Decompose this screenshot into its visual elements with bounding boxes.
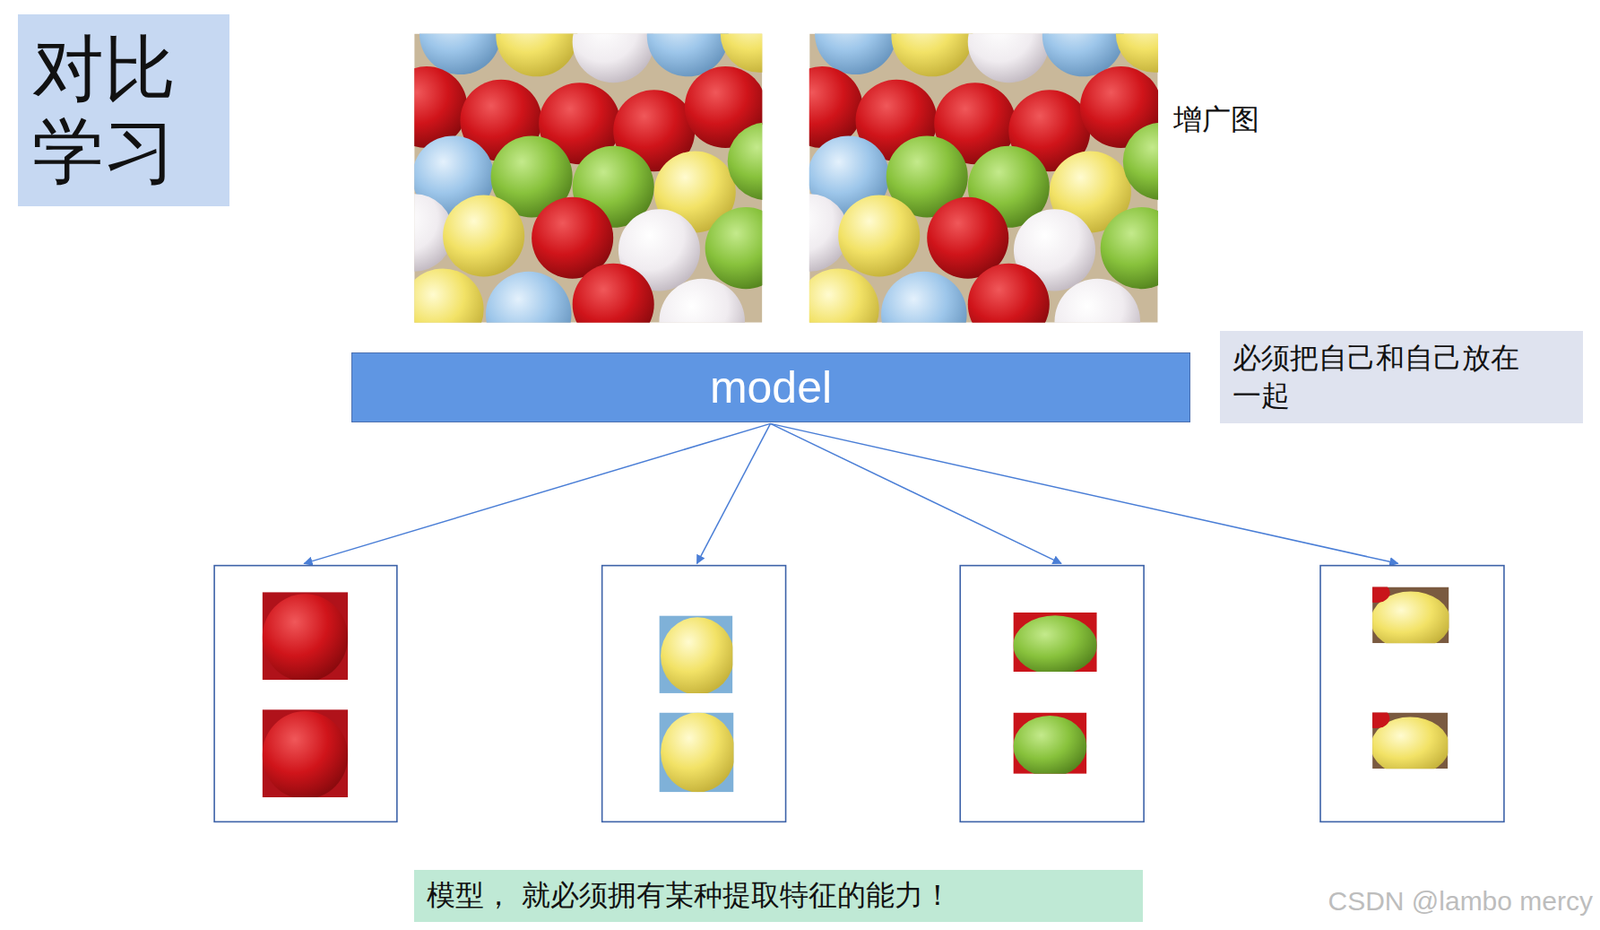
photo [375,0,1201,364]
photo-original [375,0,805,364]
watermark: CSDN @lambo mercy [1327,885,1593,917]
node-text: model [709,363,832,413]
title-text: 对比 学习 [32,27,198,193]
title-box: 对比 学习 [17,14,230,207]
conclusion-box: 模型， 就必须拥有某种提取特征的能力！ [414,869,1143,922]
arrows [303,423,1398,563]
crop-boxes [214,565,1505,822]
note-box: 必须把自己和自己放在一起 [1219,330,1583,424]
model-bar: model [351,352,1191,423]
crops [262,582,1452,799]
node-text: 必须把自己和自己放在一起 [1232,339,1529,415]
photo-augmented [770,0,1201,364]
image-caption: 增广图 [1173,100,1260,140]
node-text: 模型， 就必须拥有某种提取特征的能力！ [426,876,1131,915]
